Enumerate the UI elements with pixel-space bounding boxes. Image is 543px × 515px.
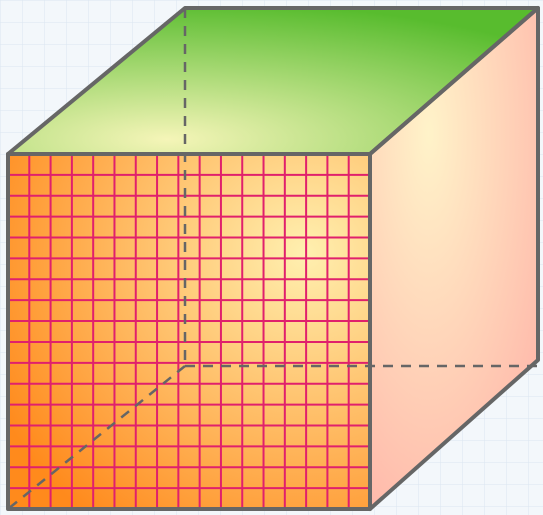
cube-right-face [370, 8, 538, 509]
hidden-edge-diagonal [7, 365, 186, 510]
cube-front-face [8, 154, 370, 509]
front-face-outline [6, 152, 372, 511]
hidden-edges [7, 8, 538, 510]
front-face-grid [8, 154, 370, 509]
cube-top-face [8, 8, 538, 154]
visible-edges [6, 6, 540, 511]
